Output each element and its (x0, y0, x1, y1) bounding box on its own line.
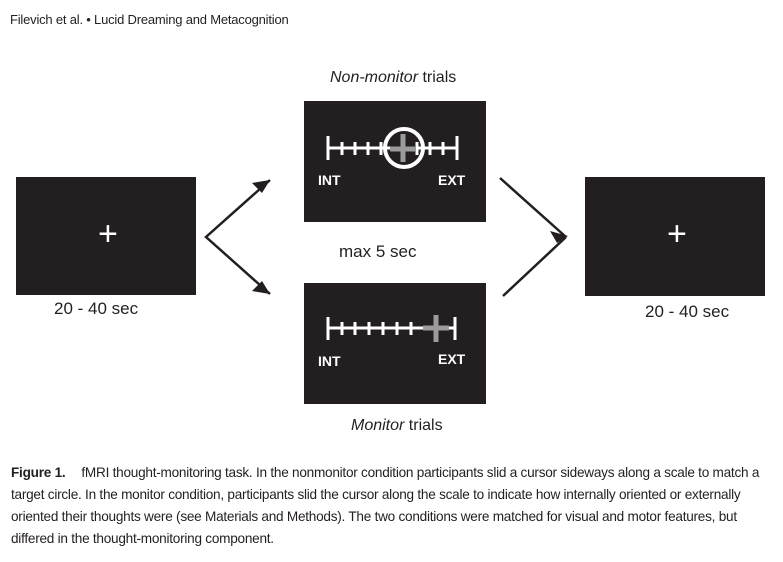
non-monitor-trials-title: Non-monitor trials (330, 69, 456, 87)
upper-arrowhead (252, 180, 270, 193)
right-fixation-panel: + (585, 177, 765, 296)
monitor-int-label: INT (318, 353, 341, 369)
converge-arrows (499, 177, 568, 297)
figure-label: Figure 1. (11, 465, 66, 480)
non-monitor-scale (326, 127, 459, 169)
left-fixation-cross: + (98, 215, 118, 253)
running-header: Filevich et al. • Lucid Dreaming and Met… (10, 12, 289, 27)
branch-arrow-line (204, 179, 271, 295)
non-monitor-italic: Non-monitor (330, 69, 419, 86)
non-monitor-ext-label: EXT (438, 172, 466, 188)
non-monitor-panel: INT EXT (304, 101, 486, 222)
target-circle (383, 127, 425, 169)
monitor-italic: Monitor (351, 417, 405, 434)
monitor-cursor (423, 315, 449, 342)
branch-arrows (204, 179, 271, 295)
response-duration-label: max 5 sec (339, 242, 417, 261)
non-monitor-suffix: trials (418, 69, 457, 86)
left-fixation-panel: + (16, 177, 196, 295)
monitor-trials-title: Monitor trials (351, 417, 443, 435)
monitor-scale (326, 317, 457, 340)
right-duration-label: 20 - 40 sec (645, 302, 730, 321)
monitor-ext-label: EXT (438, 351, 466, 367)
converge-arrowhead (550, 231, 568, 243)
non-monitor-cursor (390, 134, 416, 162)
monitor-suffix: trials (404, 417, 443, 434)
right-fixation-cross: + (667, 215, 687, 253)
left-duration-label: 20 - 40 sec (54, 299, 139, 318)
caption-text: fMRI thought-monitoring task. In the non… (11, 465, 760, 546)
converge-arrow-upper (499, 177, 567, 238)
lower-arrowhead (252, 281, 270, 294)
converge-arrow-lower (502, 236, 567, 297)
monitor-panel: INT EXT (304, 283, 486, 404)
figure-caption: Figure 1.fMRI thought-monitoring task. I… (11, 462, 773, 550)
non-monitor-int-label: INT (318, 172, 341, 188)
